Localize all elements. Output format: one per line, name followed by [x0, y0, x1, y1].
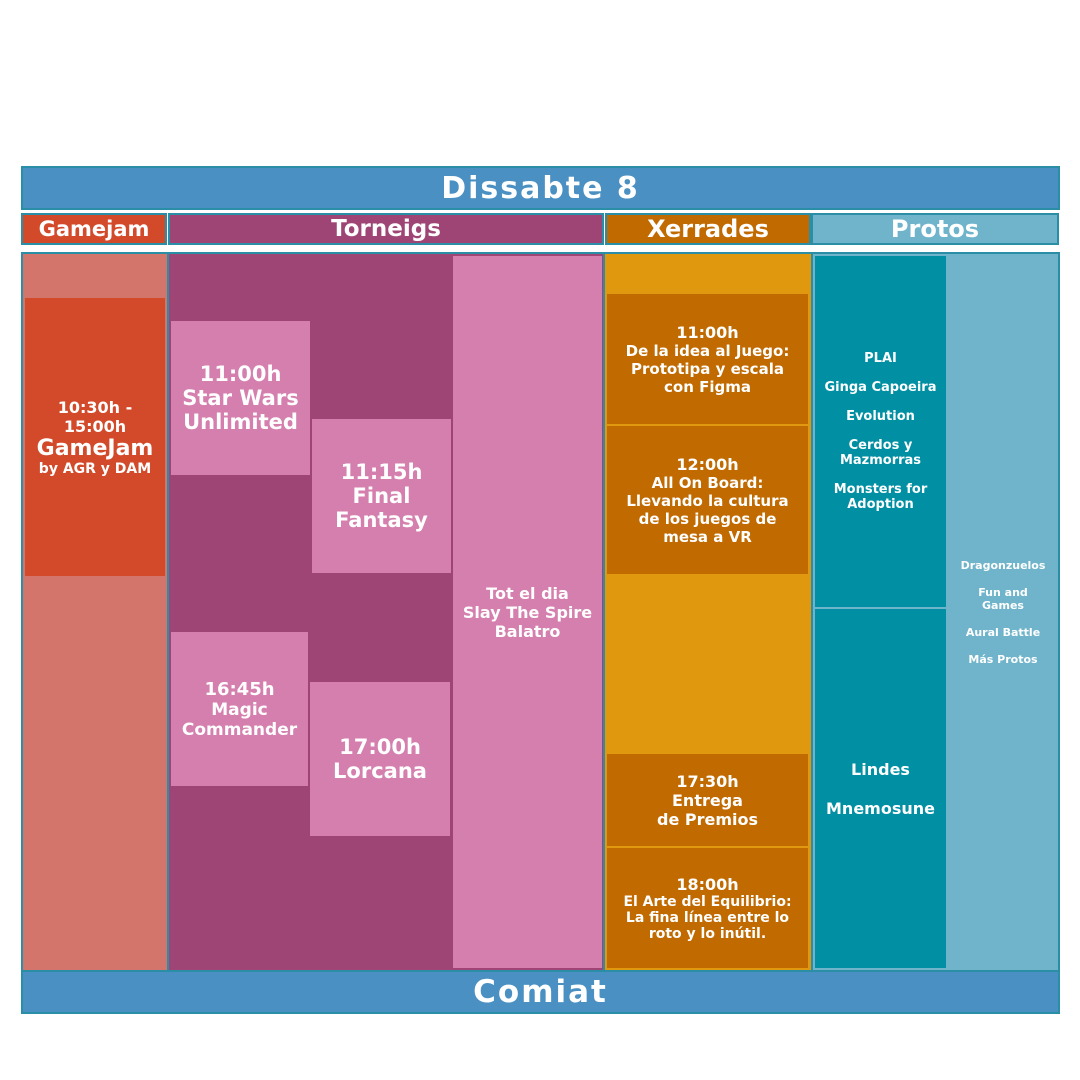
column-divider	[603, 254, 605, 970]
column-header-label: Torneigs	[331, 216, 441, 242]
proto-item: Lindes	[851, 759, 910, 779]
proto-item: PLAI	[864, 351, 897, 366]
closing-title: Comiat	[473, 974, 608, 1010]
tournament-name: Lorcana	[333, 759, 427, 783]
tournament-name: Magic Commander	[181, 699, 298, 740]
column-header-label: Xerrades	[647, 215, 769, 243]
talk-time: 11:00h	[676, 322, 739, 342]
tournament-name: Slay The Spire Balatro	[462, 602, 593, 641]
talk-block: 11:00h De la idea al Juego: Prototipa y …	[607, 294, 808, 424]
day-header: Dissabte 8	[21, 166, 1060, 210]
talk-block: 18:00h El Arte del Equilibrio: La fina l…	[607, 848, 808, 968]
proto-item: Cerdos y Mazmorras	[839, 438, 922, 468]
protos-morning-block: PLAI Ginga Capoeira Evolution Cerdos y M…	[815, 256, 946, 607]
tournament-time: 16:45h	[204, 678, 275, 700]
proto-item: Mnemosune	[826, 798, 935, 818]
talk-title: El Arte del Equilibrio: La fina línea en…	[623, 893, 792, 942]
proto-item: Ginga Capoeira	[824, 380, 937, 395]
talk-title: Entrega de Premios	[656, 790, 758, 829]
proto-item: Más Protos	[968, 652, 1038, 666]
closing-footer: Comiat	[21, 970, 1060, 1014]
talk-title: De la idea al Juego: Prototipa y escala …	[625, 341, 790, 396]
gamejam-block: 10:30h - 15:00h GameJam by AGR y DAM	[25, 298, 165, 576]
protos-all-day-block: Dragonzuelos Fun and Games Aural Battle …	[948, 256, 1058, 968]
gamejam-time: 10:30h - 15:00h	[57, 397, 133, 436]
column-header-xerrades: Xerrades	[605, 213, 811, 245]
column-divider	[167, 254, 169, 970]
talk-title: All On Board: Llevando la cultura de los…	[626, 473, 789, 546]
tournament-star-wars: 11:00h Star Wars Unlimited	[171, 321, 310, 475]
column-header-label: Gamejam	[38, 217, 150, 241]
tournament-magic: 16:45h Magic Commander	[171, 632, 308, 786]
talk-block: 12:00h All On Board: Llevando la cultura…	[607, 426, 808, 574]
column-divider	[811, 254, 813, 970]
talk-time: 12:00h	[676, 454, 739, 474]
talk-time: 18:00h	[676, 874, 739, 894]
tournament-all-day: Tot el dia Slay The Spire Balatro	[453, 256, 602, 968]
column-header-label: Protos	[890, 215, 980, 243]
talk-block: 17:30h Entrega de Premios	[607, 754, 808, 846]
tournament-name: Star Wars Unlimited	[182, 386, 299, 434]
tournament-final-fantasy: 11:15h Final Fantasy	[312, 419, 451, 573]
tournament-time: Tot el dia	[486, 583, 569, 603]
proto-item: Evolution	[846, 409, 915, 424]
tournament-lorcana: 17:00h Lorcana	[310, 682, 450, 836]
proto-item: Fun and Games	[978, 585, 1028, 612]
column-header-torneigs: Torneigs	[168, 213, 604, 245]
tournament-name: Final Fantasy	[335, 484, 428, 532]
protos-divider	[815, 607, 946, 609]
gamejam-by: by AGR y DAM	[38, 460, 152, 477]
tournament-time: 11:15h	[340, 460, 423, 484]
column-header-protos: Protos	[811, 213, 1059, 245]
gamejam-name: GameJam	[36, 435, 154, 461]
tournament-time: 17:00h	[339, 735, 421, 759]
talk-time: 17:30h	[676, 771, 739, 791]
protos-afternoon-block: Lindes Mnemosune	[815, 609, 946, 968]
proto-item: Monsters for Adoption	[833, 482, 928, 512]
day-title: Dissabte 8	[441, 170, 640, 206]
proto-item: Dragonzuelos	[960, 558, 1046, 572]
tournament-time: 11:00h	[199, 362, 282, 386]
column-header-gamejam: Gamejam	[21, 213, 167, 245]
proto-item: Aural Battle	[965, 625, 1041, 639]
